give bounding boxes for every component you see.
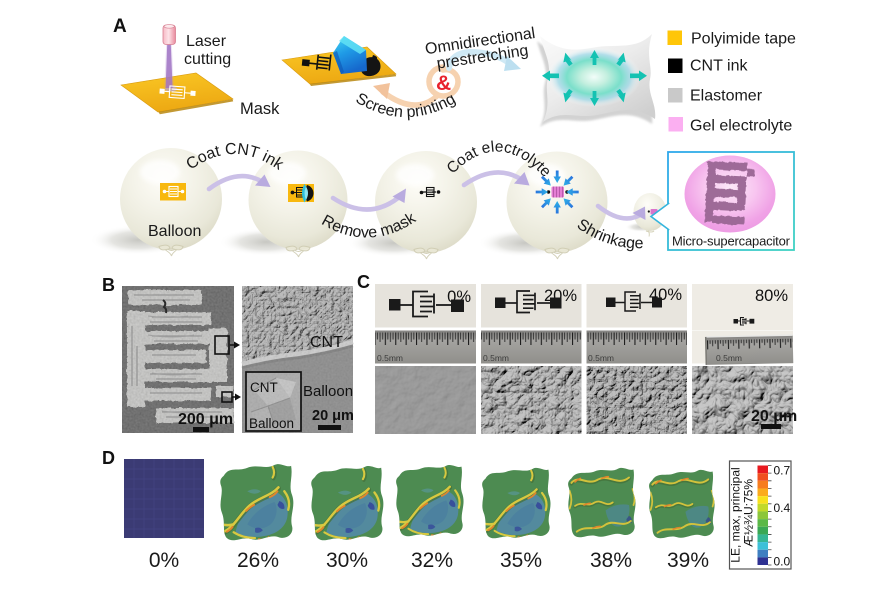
svg-text:35%: 35%	[500, 549, 542, 572]
svg-text:32%: 32%	[411, 549, 453, 572]
svg-text:0.5mm: 0.5mm	[483, 353, 509, 363]
svg-text:Elastomer: Elastomer	[690, 88, 763, 105]
svg-text:20 μm: 20 μm	[312, 408, 354, 424]
svg-text:Balloon: Balloon	[148, 223, 201, 240]
svg-text:CNT ink: CNT ink	[690, 58, 748, 75]
svg-text:38%: 38%	[590, 549, 632, 572]
svg-text:cutting: cutting	[184, 51, 231, 68]
svg-text:CNT: CNT	[310, 334, 343, 351]
svg-text:0.5mm: 0.5mm	[377, 353, 403, 363]
svg-text:0.4: 0.4	[774, 501, 791, 515]
svg-text:30%: 30%	[326, 549, 368, 572]
svg-text:0.5mm: 0.5mm	[716, 353, 742, 363]
svg-text:CNT: CNT	[250, 380, 278, 395]
svg-text:80%: 80%	[755, 287, 788, 305]
svg-text:200 μm: 200 μm	[178, 411, 233, 428]
svg-text:Balloon: Balloon	[303, 383, 353, 400]
svg-text:Micro-supercapacitor: Micro-supercapacitor	[672, 234, 791, 249]
svg-text:C: C	[357, 272, 370, 292]
svg-text:D: D	[102, 448, 115, 468]
svg-text:0.5mm: 0.5mm	[588, 353, 614, 363]
svg-text:0.7: 0.7	[774, 464, 791, 478]
svg-text:26%: 26%	[237, 549, 279, 572]
svg-text:Mask: Mask	[240, 100, 280, 118]
svg-text:&: &	[436, 72, 451, 95]
svg-text:0.0: 0.0	[774, 555, 791, 569]
svg-text:20 μm: 20 μm	[751, 408, 797, 425]
svg-text:Æ½¾U:75%: Æ½¾U:75%	[742, 479, 756, 547]
svg-text:LE, max, principal: LE, max, principal	[729, 467, 743, 562]
svg-text:0%: 0%	[149, 549, 179, 572]
svg-text:Gel electrolyte: Gel electrolyte	[690, 118, 792, 135]
svg-text:A: A	[113, 16, 127, 37]
svg-text:Polyimide tape: Polyimide tape	[691, 31, 796, 48]
svg-text:Laser: Laser	[186, 33, 227, 50]
svg-text:39%: 39%	[667, 549, 709, 572]
svg-text:B: B	[102, 275, 115, 295]
svg-text:Balloon: Balloon	[249, 416, 294, 431]
